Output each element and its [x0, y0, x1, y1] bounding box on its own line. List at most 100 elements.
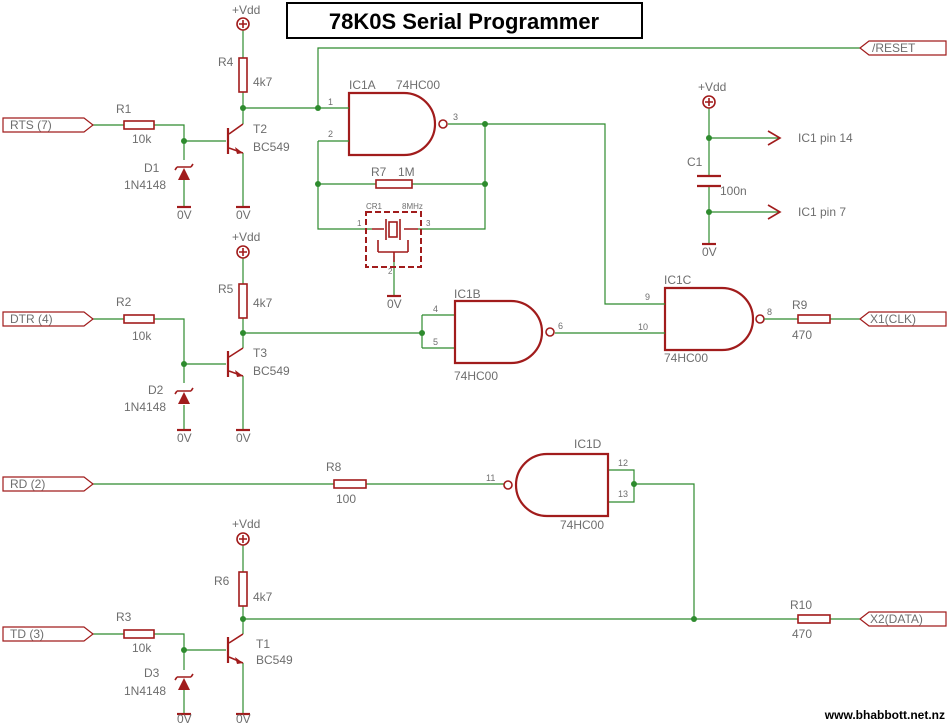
svg-text:R3: R3	[116, 610, 132, 624]
vdd-symbol: +Vdd	[232, 517, 260, 546]
transistor-t1: T1 BC549	[226, 633, 293, 667]
svg-text:CR1: CR1	[366, 202, 383, 211]
svg-text:10k: 10k	[132, 132, 152, 146]
port-rts: RTS (7)	[2, 117, 94, 133]
svg-text:4: 4	[433, 304, 438, 314]
svg-text:IC1 pin 14: IC1 pin 14	[798, 131, 853, 145]
svg-text:4k7: 4k7	[253, 75, 273, 89]
svg-text:100n: 100n	[720, 184, 747, 198]
svg-text:+Vdd: +Vdd	[232, 517, 260, 531]
junctions	[181, 105, 712, 653]
ground-symbol: 0V	[236, 712, 251, 726]
resistor-r2: R2 10k	[116, 295, 155, 343]
ground-symbol: 0V	[387, 294, 402, 311]
nand-gate-ic1c: IC1C 74HC00 9 10 8	[638, 273, 775, 365]
capacitor-c1: C1 100n	[687, 155, 747, 198]
resistor-r3: R3 10k	[116, 610, 155, 655]
svg-text:1: 1	[328, 97, 333, 107]
port-dtr-label: DTR (4)	[10, 312, 53, 326]
svg-text:0V: 0V	[177, 431, 192, 445]
port-x1: X1(CLK)	[859, 311, 947, 327]
ground-symbol: 0V	[177, 428, 192, 445]
resistor-r8: R8 100	[326, 460, 367, 506]
ground-symbol: 0V	[236, 428, 251, 445]
svg-text:R10: R10	[790, 598, 812, 612]
svg-text:2: 2	[328, 129, 333, 139]
resistor-r6: R6 4k7	[214, 571, 273, 607]
port-td-label: TD (3)	[10, 627, 44, 641]
svg-text:BC549: BC549	[253, 364, 290, 378]
diode-d1: D1 1N4148	[124, 161, 194, 192]
svg-text:+Vdd: +Vdd	[698, 80, 726, 94]
svg-text:10: 10	[638, 322, 648, 332]
port-reset: /RESET	[859, 40, 947, 56]
svg-text:R1: R1	[116, 102, 132, 116]
svg-text:100: 100	[336, 492, 356, 506]
svg-text:IC1A: IC1A	[349, 78, 376, 92]
svg-text:BC549: BC549	[256, 653, 293, 667]
ground-symbol: 0V	[702, 242, 717, 259]
svg-text:0V: 0V	[236, 431, 251, 445]
svg-text:R9: R9	[792, 298, 808, 312]
svg-text:R2: R2	[116, 295, 132, 309]
vdd-symbol: +Vdd	[232, 230, 260, 259]
svg-text:9: 9	[645, 292, 650, 302]
svg-text:74HC00: 74HC00	[560, 518, 604, 532]
svg-text:0V: 0V	[236, 712, 251, 726]
svg-text:6: 6	[558, 321, 563, 331]
ground-symbol: 0V	[177, 712, 192, 726]
port-x1-label: X1(CLK)	[870, 312, 916, 326]
svg-text:8: 8	[767, 307, 772, 317]
wires	[92, 30, 860, 714]
diode-d2: D2 1N4148	[124, 383, 194, 414]
svg-text:2: 2	[388, 267, 393, 276]
port-rd: RD (2)	[2, 476, 94, 492]
svg-text:4k7: 4k7	[253, 296, 273, 310]
svg-text:8MHz: 8MHz	[402, 202, 423, 211]
resistor-r1: R1 10k	[116, 102, 155, 146]
svg-text:D1: D1	[144, 161, 160, 175]
transistor-t2: T2 BC549	[226, 122, 290, 154]
transistor-t3: T3 BC549	[226, 346, 290, 378]
svg-text:IC1C: IC1C	[664, 273, 692, 287]
port-td: TD (3)	[2, 626, 94, 642]
port-dtr: DTR (4)	[2, 311, 94, 327]
svg-text:74HC00: 74HC00	[664, 351, 708, 365]
ground-symbol: 0V	[236, 205, 251, 222]
svg-text:1: 1	[357, 219, 362, 228]
resistor-r9: R9 470	[792, 298, 831, 342]
svg-text:IC1B: IC1B	[454, 287, 481, 301]
svg-text:T1: T1	[256, 637, 270, 651]
diode-d3: D3 1N4148	[124, 666, 194, 698]
port-x2-label: X2(DATA)	[870, 612, 923, 626]
svg-text:BC549: BC549	[253, 140, 290, 154]
svg-text:0V: 0V	[702, 245, 717, 259]
svg-text:+Vdd: +Vdd	[232, 3, 260, 17]
svg-text:3: 3	[453, 112, 458, 122]
svg-text:10k: 10k	[132, 329, 152, 343]
nand-gate-ic1d: IC1D 74HC00 11 12 13	[486, 437, 628, 532]
svg-text:C1: C1	[687, 155, 703, 169]
nand-gate-ic1b: IC1B 74HC00 4 5 6	[433, 287, 563, 383]
svg-text:1N4148: 1N4148	[124, 400, 166, 414]
svg-text:1M: 1M	[398, 165, 415, 179]
svg-text:R4: R4	[218, 55, 234, 69]
nand-gate-ic1a: IC1A 74HC00 1 2 3	[328, 78, 458, 157]
svg-text:74HC00: 74HC00	[454, 369, 498, 383]
svg-text:R6: R6	[214, 574, 230, 588]
website-credit: www.bhabbott.net.nz	[824, 708, 945, 722]
svg-text:T3: T3	[253, 346, 267, 360]
resistor-r5: R5 4k7	[218, 282, 273, 319]
port-reset-label: /RESET	[872, 41, 916, 55]
resistor-r4: R4 4k7	[218, 55, 273, 93]
svg-text:74HC00: 74HC00	[396, 78, 440, 92]
svg-text:12: 12	[618, 458, 628, 468]
vdd-symbol: +Vdd	[232, 3, 260, 31]
resistor-r7: R7 1M	[371, 165, 415, 189]
port-rd-label: RD (2)	[10, 477, 45, 491]
ground-symbol: 0V	[177, 205, 192, 222]
svg-text:470: 470	[792, 328, 812, 342]
svg-text:5: 5	[433, 337, 438, 347]
port-rts-label: RTS (7)	[10, 118, 52, 132]
